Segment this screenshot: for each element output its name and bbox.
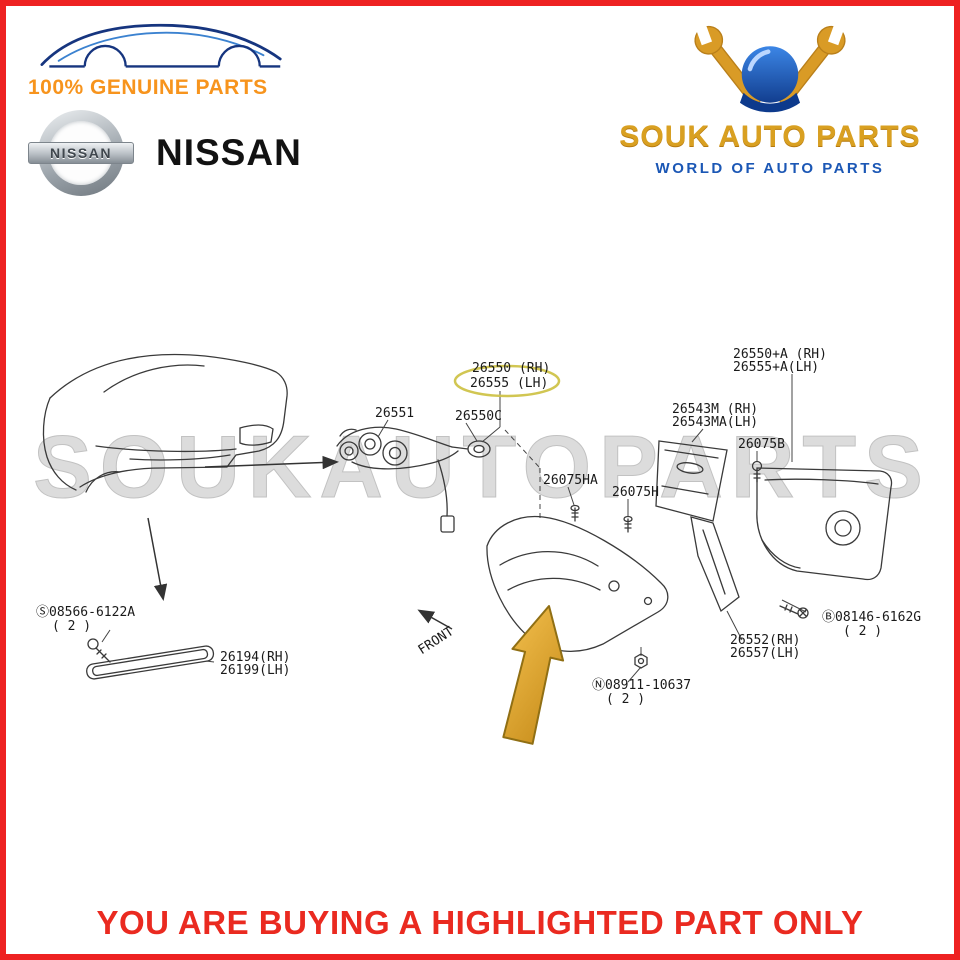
label-26075h: 26075H [612,485,659,500]
label-26199-lh: 26199(LH) [220,663,290,678]
label-26075b: 26075B [738,437,785,452]
pointer-arrows [147,455,339,601]
car-sketch-icon [40,23,282,68]
label-26555-lh: 26555 (LH) [470,376,548,391]
store-subtitle-text: WORLD OF AUTO PARTS [655,160,885,177]
crossed-wrenches-icon [694,20,846,113]
label-screw-s-qty: ( 2 ) [52,619,91,634]
car-rear-sketch [42,353,288,493]
label-26557-lh: 26557(LH) [730,646,800,661]
label-26550-rh: 26550 (RH) [472,361,550,376]
nissan-logo-row: NISSAN NISSAN [28,110,318,196]
outer-lamp-26550a [756,467,893,581]
nissan-brand-block: 100% GENUINE PARTS NISSAN NISSAN [28,18,318,196]
label-bolt-b-right: Ⓑ08146-6162G [822,610,921,625]
store-name-text: SOUK AUTO PARTS [619,120,921,153]
footer-notice: YOU ARE BUYING A HIGHLIGHTED PART ONLY [96,904,864,941]
label-26552-rh: 26552(RH) [730,633,800,648]
finisher-26552 [690,516,740,613]
highlight-ellipse [453,364,561,398]
label-26555a-lh: 26555+A(LH) [733,360,819,375]
label-nut-n: Ⓝ08911-10637 [592,678,691,693]
nissan-logo-bar-text: NISSAN [28,142,134,164]
bracket-26543m [655,440,728,522]
parts-diagram: SOUKAUTOPARTS [33,347,931,745]
label-26550c: 26550C [455,409,502,424]
stud-26075h-icon [623,515,633,533]
bolt-26075b-icon [751,460,763,483]
reflector-26194 [86,645,215,680]
stud-26075ha-icon [570,504,580,522]
watermark-text: SOUKAUTOPARTS [33,417,931,516]
tail-lamp-inner-26555 [486,515,669,652]
nut-n-icon [634,653,648,669]
label-26551: 26551 [375,406,414,421]
label-nut-n-qty: ( 2 ) [606,692,645,707]
highlight-arrow [502,605,565,745]
brand-name-text: NISSAN [156,132,302,173]
grommet-26550c [467,440,491,458]
store-emblem-icon [739,46,801,113]
store-logo-block: SOUK AUTO PARTS WORLD OF AUTO PARTS [602,18,938,177]
genuine-parts-tagline: 100% GENUINE PARTS [28,76,268,99]
screw-b-icon [779,604,809,619]
front-arrow: FRONT [416,609,457,658]
label-26075ha: 26075HA [543,473,598,488]
label-bolt-b-right-qty: ( 2 ) [843,624,882,639]
label-26543m-rh: 26543M (RH) [672,402,758,417]
nissan-logo: NISSAN [28,110,134,196]
front-label: FRONT [416,624,457,658]
label-26194-rh: 26194(RH) [220,650,290,665]
label-screw-s: Ⓢ08566-6122A [36,605,135,620]
label-26550a-rh: 26550+A (RH) [733,347,827,362]
screw-s-icon [87,638,111,663]
wiring-harness-26551 [336,426,469,533]
label-26543ma-lh: 26543MA(LH) [672,415,758,430]
